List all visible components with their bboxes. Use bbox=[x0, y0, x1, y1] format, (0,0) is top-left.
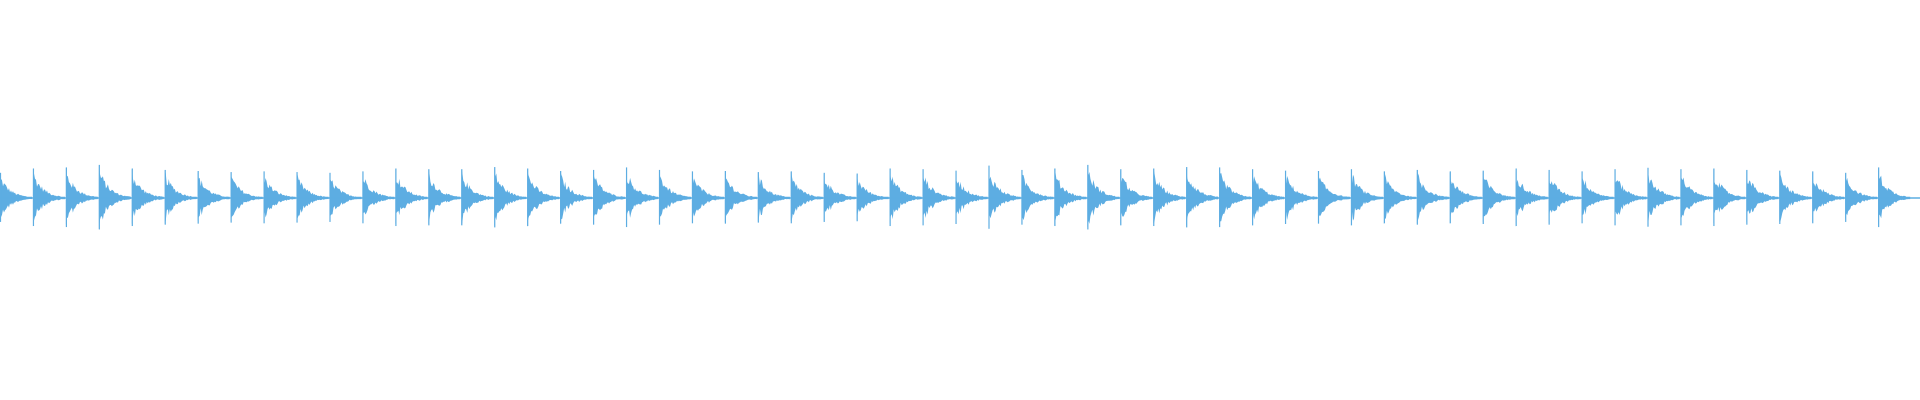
waveform-burst bbox=[757, 172, 790, 222]
waveform-burst bbox=[1746, 169, 1779, 223]
waveform-burst bbox=[230, 172, 263, 222]
waveform-burst bbox=[691, 171, 724, 221]
waveform-burst bbox=[1021, 169, 1054, 225]
waveform-bursts bbox=[0, 164, 1920, 230]
waveform-burst bbox=[1548, 169, 1581, 224]
waveform-burst bbox=[889, 168, 922, 225]
waveform-burst bbox=[1054, 168, 1087, 226]
waveform-burst bbox=[395, 168, 428, 225]
waveform-burst bbox=[164, 169, 197, 224]
waveform-burst bbox=[1713, 168, 1746, 224]
waveform-burst bbox=[659, 169, 691, 224]
waveform-burst bbox=[1845, 172, 1878, 220]
waveform-burst bbox=[1680, 169, 1713, 223]
waveform-burst bbox=[790, 171, 823, 221]
waveform-burst bbox=[32, 168, 65, 225]
waveform-burst bbox=[98, 164, 131, 230]
waveform-burst bbox=[131, 168, 164, 225]
waveform-burst bbox=[0, 172, 32, 221]
waveform-burst bbox=[724, 171, 757, 223]
waveform-burst bbox=[1318, 171, 1350, 222]
waveform-burst bbox=[65, 167, 98, 225]
waveform-burst bbox=[1087, 164, 1120, 228]
waveform-burst bbox=[296, 172, 329, 221]
waveform-burst bbox=[263, 171, 296, 222]
waveform-burst bbox=[362, 171, 395, 223]
waveform-burst bbox=[1779, 170, 1812, 222]
waveform-burst bbox=[626, 167, 659, 226]
waveform-burst bbox=[1416, 169, 1449, 224]
waveform-burst bbox=[1614, 169, 1647, 225]
waveform-burst bbox=[1482, 170, 1515, 223]
waveform-burst bbox=[428, 169, 461, 225]
waveform-burst bbox=[461, 169, 494, 225]
waveform-burst bbox=[1581, 171, 1614, 223]
waveform-burst bbox=[593, 169, 626, 224]
waveform-burst bbox=[197, 171, 230, 222]
waveform-burst bbox=[494, 167, 527, 227]
waveform-burst bbox=[1153, 168, 1186, 224]
waveform-burst bbox=[1285, 170, 1318, 224]
